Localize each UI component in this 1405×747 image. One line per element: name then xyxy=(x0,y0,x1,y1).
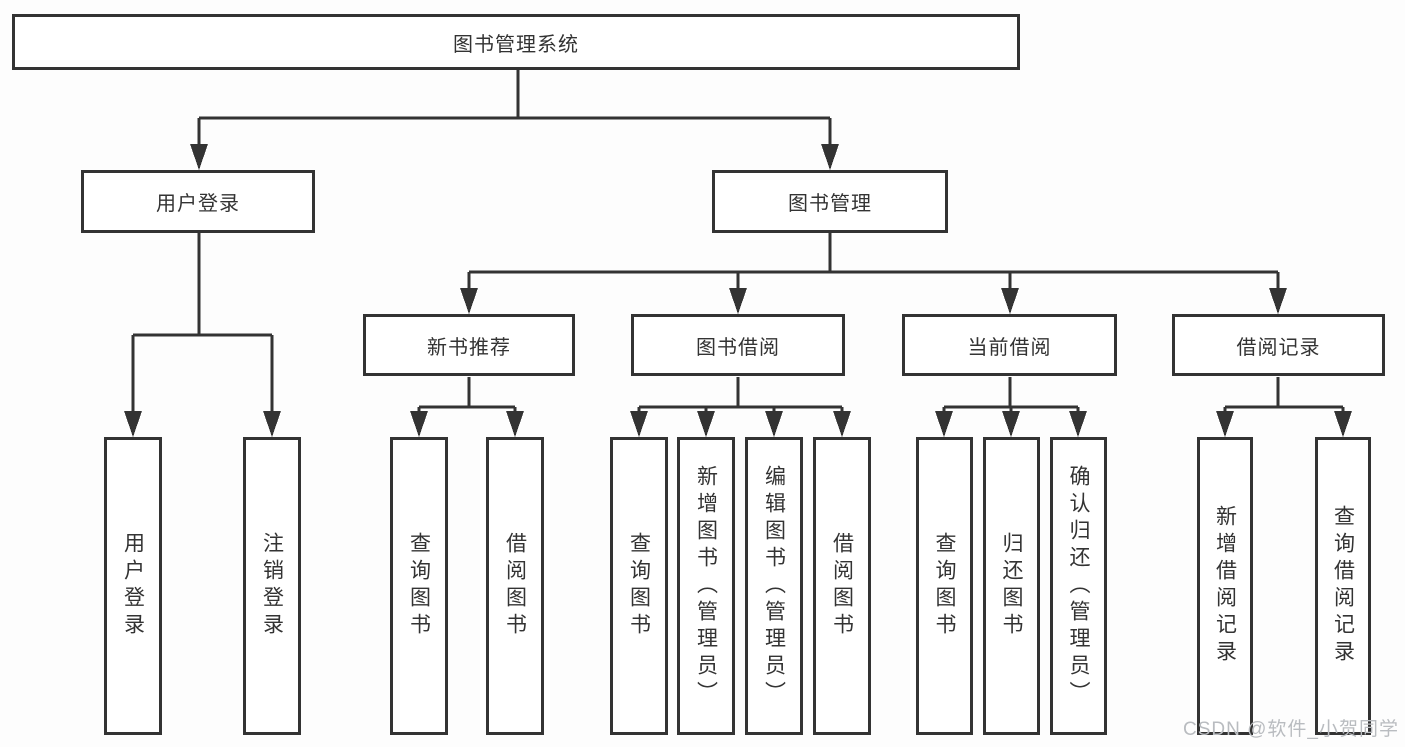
leaf-return-books: 归还图书 xyxy=(983,437,1040,735)
leaf-logout: 注销登录 xyxy=(243,437,301,735)
leaf-query-books-borrowing: 查询图书 xyxy=(610,437,668,735)
node-borrowing-records: 借阅记录 xyxy=(1172,314,1385,376)
leaf-borrow-books-recommend: 借阅图书 xyxy=(486,437,544,735)
watermark-csdn: CSDN @软件_小贺同学 xyxy=(1183,719,1399,740)
leaf-confirm-return-admin: 确认归还（管理员） xyxy=(1050,437,1107,735)
connector-new-book-recommend xyxy=(410,377,524,437)
leaf-query-books-recommend: 查询图书 xyxy=(390,437,448,735)
connector-current-borrowing xyxy=(935,377,1087,437)
node-new-book-recommend: 新书推荐 xyxy=(363,314,575,376)
leaf-borrow-books-borrowing: 借阅图书 xyxy=(813,437,871,735)
node-root: 图书管理系统 xyxy=(12,14,1020,70)
connector-borrowing-records xyxy=(1216,377,1352,437)
node-current-borrowing: 当前借阅 xyxy=(902,314,1117,376)
connector-user-login xyxy=(124,233,281,437)
connector-book-borrowing xyxy=(630,377,851,437)
leaf-query-books-current: 查询图书 xyxy=(916,437,973,735)
leaf-query-borrow-record: 查询借阅记录 xyxy=(1315,437,1371,735)
connector-book-management xyxy=(460,233,1287,314)
leaf-edit-books-admin: 编辑图书（管理员） xyxy=(745,437,803,735)
leaf-add-borrow-record: 新增借阅记录 xyxy=(1197,437,1253,735)
leaf-user-login: 用户登录 xyxy=(104,437,162,735)
connector-root xyxy=(190,70,839,170)
node-user-login: 用户登录 xyxy=(81,170,315,233)
node-book-management: 图书管理 xyxy=(712,170,948,233)
leaf-add-books-admin: 新增图书（管理员） xyxy=(677,437,735,735)
node-book-borrowing: 图书借阅 xyxy=(631,314,845,376)
